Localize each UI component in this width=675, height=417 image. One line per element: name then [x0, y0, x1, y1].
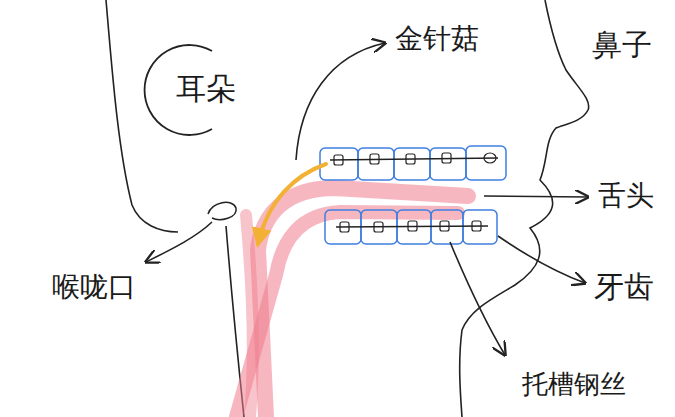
part-label: 金针菇 [395, 24, 479, 55]
part-label: 舌头 [598, 181, 654, 212]
throat-band [246, 215, 253, 417]
part-label: 喉咙口 [52, 272, 136, 303]
face-outline [460, 0, 589, 417]
leader-arrows [146, 43, 588, 355]
tongue-band [258, 188, 468, 417]
food-path-arrow [258, 164, 326, 244]
head-outline [106, 0, 178, 232]
part-label: 耳朵 [176, 72, 236, 105]
upper-teeth [320, 146, 506, 180]
upper-wire [330, 153, 498, 165]
throat-opening-mark [208, 202, 236, 219]
tongue-band [236, 212, 458, 417]
part-label: 牙齿 [594, 270, 654, 303]
part-label: 鼻子 [592, 28, 652, 61]
lower-teeth [325, 210, 497, 244]
lower-wire [336, 221, 488, 232]
part-label: 托槽钢丝 [522, 370, 626, 399]
